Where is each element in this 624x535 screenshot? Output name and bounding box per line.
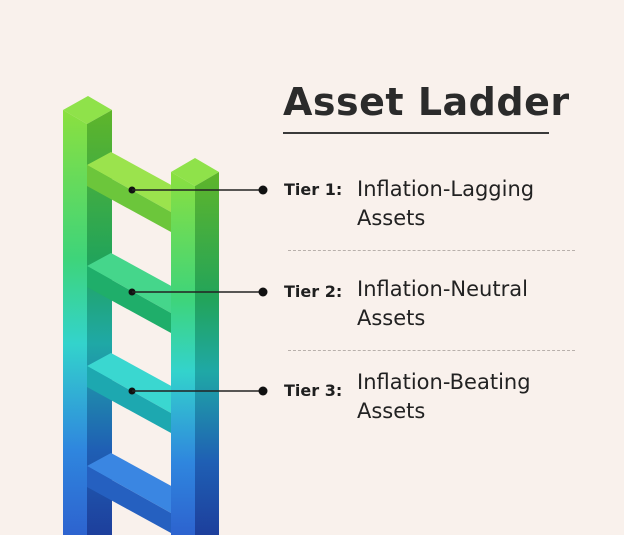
- tier-3-line-1: Inflation-Beating: [357, 370, 531, 394]
- tier-3-line-2: Assets: [357, 399, 426, 423]
- tier-2-label: Tier 2:: [284, 282, 343, 301]
- tier-2-description: Inflation-Neutral Assets: [357, 275, 597, 333]
- tier-1-line-2: Assets: [357, 206, 426, 230]
- tier-2-line-2: Assets: [357, 306, 426, 330]
- divider-2: [288, 350, 575, 351]
- page-title: Asset Ladder: [283, 80, 570, 124]
- title-underline: [283, 132, 549, 134]
- tier-2-line-1: Inflation-Neutral: [357, 277, 528, 301]
- ladder-right-rail: [171, 158, 219, 535]
- ladder-rung-1: [87, 152, 195, 232]
- tier-1-label: Tier 1:: [284, 180, 343, 199]
- tier-1-description: Inflation-Lagging Assets: [357, 175, 597, 233]
- ladder-rung-4: [87, 453, 195, 533]
- tier-3-connector: [128, 386, 268, 396]
- tier-3-label: Tier 3:: [284, 381, 343, 400]
- tier-2-connector: [128, 287, 268, 297]
- ladder-rung-2: [87, 253, 195, 333]
- tier-3-description: Inflation-Beating Assets: [357, 368, 597, 426]
- tier-1-line-1: Inflation-Lagging: [357, 177, 535, 201]
- tier-1-connector: [128, 185, 268, 195]
- divider-1: [288, 250, 575, 251]
- ladder-rung-3: [87, 353, 195, 433]
- ladder-left-rail: [63, 96, 112, 535]
